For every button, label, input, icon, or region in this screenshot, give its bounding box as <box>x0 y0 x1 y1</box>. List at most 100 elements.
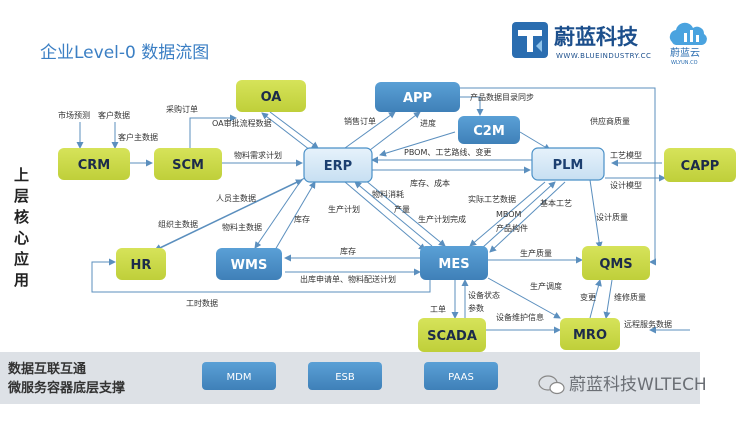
edge-label: 参数 <box>468 303 484 313</box>
edge-label: 物料主数据 <box>222 222 262 232</box>
node-label: SCADA <box>427 329 477 344</box>
edge-label: 生产计划 <box>328 204 360 214</box>
edge-label: 人员主数据 <box>216 193 256 203</box>
node-box <box>531 147 605 181</box>
edge-labels: 市场预测客户数据客户主数据采购订单OA审批流程数据物料需求计划销售订单进度产品数… <box>58 92 672 329</box>
node-label: MRO <box>573 328 607 343</box>
node-scm: SCM <box>154 148 222 180</box>
node-box <box>116 248 166 280</box>
side-label-char: 层 <box>14 187 29 205</box>
edge-label: 生产计划完成 <box>418 214 466 224</box>
infra-item-label: PAAS <box>448 372 474 383</box>
node-label: OA <box>261 90 282 105</box>
infrastructure-bar: 数据互联互通 微服务容器底层支撑 MDM ESB PAAS <box>0 352 700 404</box>
edge-label: 远程服务数据 <box>624 319 672 329</box>
node-scada: SCADA <box>418 318 486 352</box>
edge-label: 设计模型 <box>610 180 642 190</box>
edge-label: 物料需求计划 <box>234 150 282 160</box>
node-label: ERP <box>324 159 352 174</box>
edge-label: 客户主数据 <box>118 132 158 142</box>
node-box <box>58 148 130 180</box>
cloud-brand-url: WLYUN.CO <box>671 60 698 66</box>
node-box <box>418 318 486 352</box>
node-mes: MES <box>420 246 488 280</box>
node-wms: WMS <box>216 248 282 280</box>
brand-url: WWW.BLUEINDUSTRY.CC <box>556 52 651 60</box>
infra-item-esb: ESB <box>308 362 382 390</box>
node-box <box>303 147 373 183</box>
edge-label: 工时数据 <box>186 298 218 308</box>
cloud-icon <box>669 22 707 45</box>
node-qms: QMS <box>582 246 650 280</box>
node-label: C2M <box>473 124 505 139</box>
node-plm: PLM <box>531 147 605 181</box>
edge-label: 产品构件 <box>496 223 528 233</box>
node-box <box>154 148 222 180</box>
edge-label: OA审批流程数据 <box>212 118 272 128</box>
edge-label: 工艺模型 <box>610 150 642 160</box>
edge-label: 市场预测 <box>58 110 90 120</box>
infra-title-line2: 微服务容器底层支撑 <box>7 380 125 396</box>
edge-label: 组织主数据 <box>158 219 198 229</box>
brand-name: 蔚蓝科技 <box>554 25 639 49</box>
watermark: 蔚蓝科技WLTECH <box>538 375 707 395</box>
node-label: QMS <box>599 257 632 272</box>
edge-label: 实际工艺数据 <box>468 194 516 204</box>
edge-label: 变更 <box>580 292 596 302</box>
edge-label: 设备状态 <box>468 290 500 300</box>
infra-item-mdm: MDM <box>202 362 276 390</box>
node-capp: CAPP <box>664 148 736 182</box>
node-label: HR <box>131 258 152 273</box>
node-mro: MRO <box>560 318 620 350</box>
node-hr: HR <box>116 248 166 280</box>
node-label: CRM <box>78 158 111 173</box>
node-box <box>560 318 620 350</box>
edge-label: 库存 <box>340 246 356 256</box>
edges <box>76 87 690 334</box>
infra-item-label: MDM <box>227 372 252 383</box>
node-app: APP <box>375 82 460 112</box>
side-label-char: 应 <box>14 250 29 268</box>
node-box <box>216 248 282 280</box>
node-c2m: C2M <box>458 116 520 144</box>
page-title: 企业Level-0 数据流图 <box>40 43 209 63</box>
node-box <box>458 116 520 144</box>
edge-label: 进度 <box>420 118 436 128</box>
brand-logo: 蔚蓝科技 WWW.BLUEINDUSTRY.CC 蔚蓝云 WLYUN.CO <box>512 22 707 66</box>
infra-item-paas: PAAS <box>424 362 498 390</box>
side-label-char: 心 <box>14 229 29 247</box>
node-erp: ERP <box>303 147 373 183</box>
edge-label: 设备维护信息 <box>496 312 544 322</box>
node-box <box>420 246 488 280</box>
node-label: APP <box>403 91 432 106</box>
node-label: MES <box>438 257 469 272</box>
node-box <box>664 148 736 182</box>
edge-label: 工单 <box>430 304 446 314</box>
infra-items: MDM ESB PAAS <box>202 362 498 390</box>
edge-label: 采购订单 <box>166 104 198 114</box>
nodes: OA APP C2M CRM SCM ERP PLM CAPP HR WMS MES QMS SCADA… <box>58 80 736 352</box>
wechat-icon <box>538 375 565 395</box>
blue-industry-logo-icon <box>512 22 548 58</box>
node-box <box>582 246 650 280</box>
edge-label: 维修质量 <box>614 292 646 302</box>
node-label: WMS <box>231 258 268 273</box>
edge-label: PBOM、工艺路线、变更 <box>404 147 491 157</box>
node-box <box>236 80 306 112</box>
edge-label: 销售订单 <box>344 116 376 126</box>
infra-item-label: ESB <box>335 372 355 383</box>
edge-label: 生产调度 <box>530 281 562 291</box>
side-label-char: 核 <box>14 208 29 226</box>
edge-label: 客户数据 <box>98 110 130 120</box>
edge-label: 生产质量 <box>520 248 552 258</box>
edge-label: 设计质量 <box>596 212 628 222</box>
node-box <box>375 82 460 112</box>
infra-title-line1: 数据互联互通 <box>8 361 86 377</box>
side-label-char: 用 <box>14 271 29 289</box>
node-label: PLM <box>553 158 584 173</box>
edge-label: 产量 <box>394 204 410 214</box>
cloud-brand-name: 蔚蓝云 <box>670 47 700 59</box>
node-label: CAPP <box>681 159 720 174</box>
